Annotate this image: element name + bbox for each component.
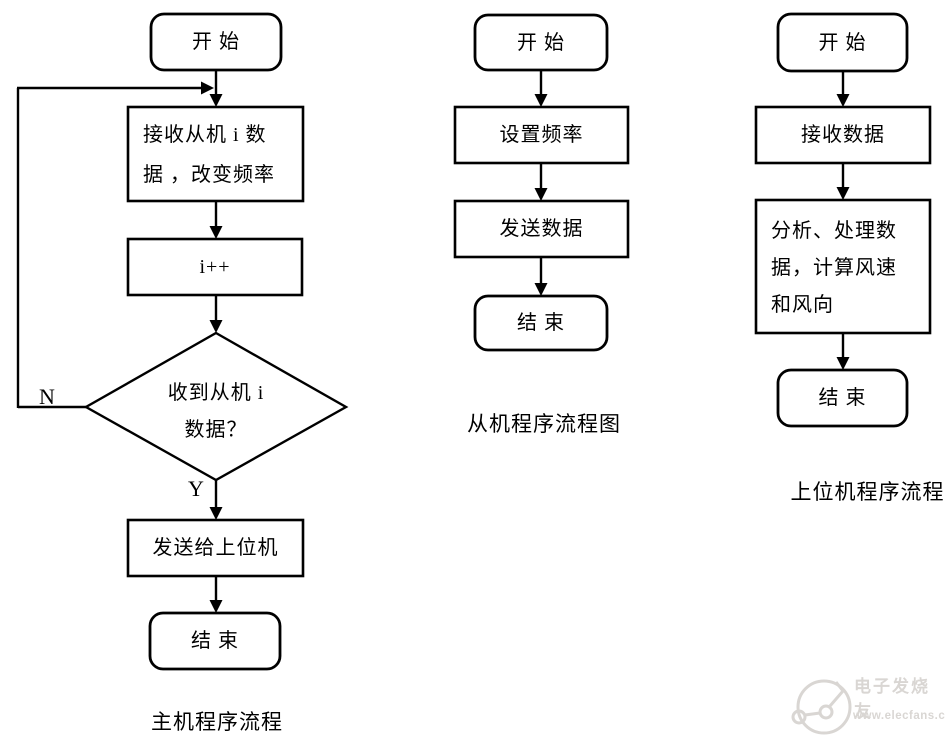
master-decision-label: 收到从机 i 数据？: [101, 375, 331, 449]
master-arrow-receive-to-increment-head: [209, 226, 223, 239]
master-decision-label-line1: 收到从机 i: [167, 382, 265, 404]
master-receive-label-line1: 接收从机 i 数: [143, 124, 267, 146]
master-increment-process-box: [126, 237, 304, 297]
host-arrow-receive-to-process-head: [836, 187, 850, 200]
host-process-label-line1: 分析、处理数: [771, 220, 897, 242]
host-start-label: 开 始: [818, 31, 867, 54]
master-loop-arrow-head: [201, 81, 214, 95]
master-end-terminator: [148, 611, 282, 671]
master-receive-process-box: [126, 105, 305, 203]
master-end-label: 结 束: [191, 630, 239, 652]
host-caption: 上位机程序流程: [790, 479, 945, 504]
master-arrow-send-to-end-head: [209, 600, 223, 613]
slave-setfreq-label: 设置频率: [499, 124, 584, 146]
watermark-url-text: www.elecfans.com: [853, 710, 945, 722]
slave-send-label: 发送数据: [499, 218, 584, 240]
elecfans-logo-icon: [791, 679, 852, 735]
master-receive-label-line2: 据 ，改变频率: [143, 164, 275, 186]
slave-arrow-send-to-end-head: [534, 283, 548, 296]
slave-caption: 从机程序流程图: [467, 411, 621, 436]
master-branch-no-label: N: [39, 384, 55, 409]
watermark-brand-text: 电子发烧友: [854, 677, 930, 721]
host-end-terminator: [776, 368, 909, 428]
slave-end-label: 结 束: [517, 312, 565, 334]
host-process-label: 分析、处理数 据，计算风速 和风向: [771, 213, 921, 324]
host-receive-label: 接收数据: [801, 124, 885, 146]
host-end-label: 结 束: [818, 387, 867, 409]
master-send-process-box: [126, 518, 305, 578]
master-start-label: 开 始: [192, 31, 240, 53]
master-receive-label: 接收从机 i 数 据 ，改变频率: [143, 115, 303, 195]
host-process-box: [754, 198, 932, 335]
slave-start-label: 开 始: [517, 31, 565, 54]
slave-end-terminator: [473, 294, 609, 352]
master-branch-yes-label: Y: [188, 476, 204, 501]
host-arrow-start-to-receive-head: [836, 94, 850, 107]
slave-arrow-setfreq-to-send-head: [534, 188, 548, 201]
master-arrow-start-to-receive-head: [209, 94, 223, 107]
master-caption: 主机程序流程: [151, 709, 283, 734]
master-arrow-decision-to-send-head: [209, 507, 223, 520]
master-arrow-increment-to-decision-head: [209, 320, 223, 333]
host-process-label-line3: 和风向: [771, 294, 834, 316]
slave-setfreq-process-box: [453, 105, 630, 165]
host-process-label-line2: 据，计算风速: [771, 257, 897, 279]
master-decision-label-line2: 数据？: [184, 419, 248, 441]
host-arrow-process-to-end-head: [836, 357, 850, 370]
master-send-label: 发送给上位机: [152, 537, 279, 559]
slave-arrow-start-to-setfreq-head: [534, 94, 548, 107]
master-increment-label: i++: [199, 256, 231, 278]
